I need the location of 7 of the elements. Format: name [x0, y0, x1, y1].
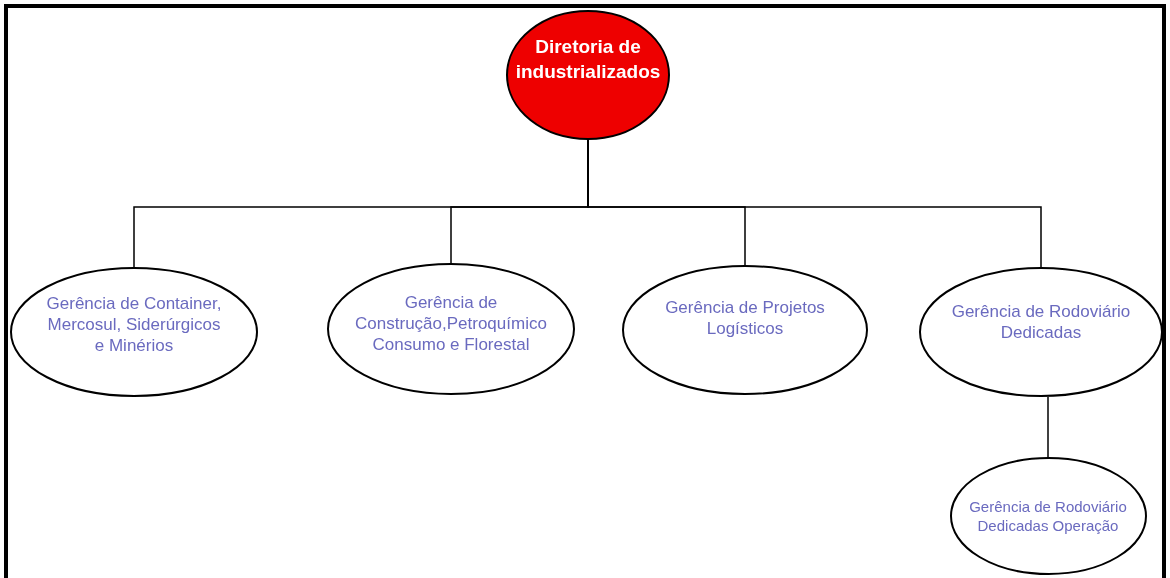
- manager-title: Gerência de Projetos Logísticos: [664, 297, 826, 339]
- connector-line: [1047, 396, 1049, 458]
- manager-title: Gerência de Construção,Petroquímico Consumo e Florestal: [354, 291, 548, 355]
- director-title: Diretoria de industrializados: [514, 35, 662, 84]
- manager-title: Gerência de Rodoviário Dedicadas: [950, 301, 1132, 343]
- manager-title: Gerência de Rodoviário Dedicadas Operação: [968, 497, 1128, 535]
- manager-title: Gerência de Container, Mercosul, Siderúrgicos e Minérios: [45, 292, 223, 356]
